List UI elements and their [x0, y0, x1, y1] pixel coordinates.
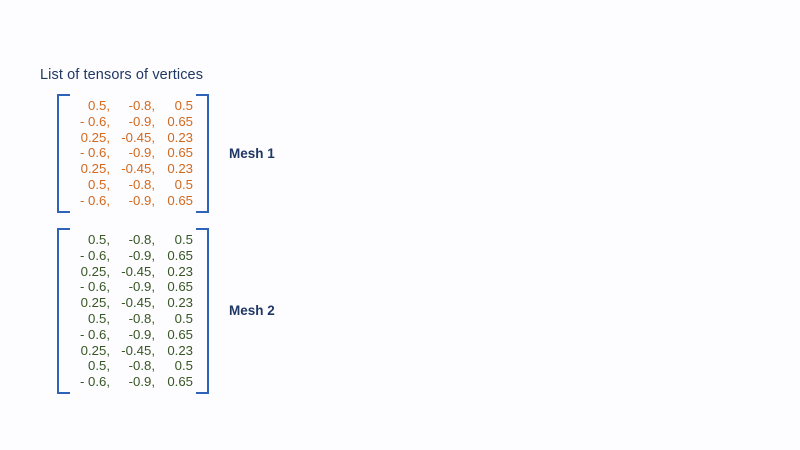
matrix-row: 0.25, -0.45, 0.23: [73, 264, 193, 280]
matrix-cell: - 0.6,: [79, 326, 110, 342]
matrix-cell: 0.5,: [88, 358, 110, 374]
page-title: List of tensors of vertices: [40, 67, 204, 83]
matrix-cell: -0.45,: [121, 129, 155, 145]
matrix-row: 0.25, -0.45, 0.23: [73, 130, 193, 146]
matrix-cell: -0.45,: [121, 263, 155, 279]
matrix-row: 0.5, -0.8, 0.5: [73, 98, 193, 114]
matrix-cell: -0.45,: [121, 161, 155, 177]
matrix-cell: 0.23: [167, 342, 193, 358]
matrix-cell: 0.5: [174, 358, 193, 374]
matrix-cell: 0.65: [167, 145, 193, 161]
matrix-right-bracket: [196, 94, 209, 213]
matrix-cell: 0.5,: [88, 310, 110, 326]
matrix-cell: - 0.6,: [79, 192, 110, 208]
matrix-cell: 0.23: [167, 295, 193, 311]
matrix-cell: -0.45,: [121, 295, 155, 311]
matrix-cell: 0.25,: [80, 263, 110, 279]
matrix-row: - 0.6, -0.9, 0.65: [73, 193, 193, 209]
matrix-row: 0.5, -0.8, 0.5: [73, 358, 193, 374]
matrix-right-bracket: [196, 228, 209, 394]
matrix-cell: 0.5,: [88, 232, 110, 247]
matrix-cell: 0.23: [167, 161, 193, 177]
matrix-row: 0.5, -0.8, 0.5: [73, 232, 193, 248]
matrix-row: 0.5, -0.8, 0.5: [73, 177, 193, 193]
matrix-cell: 0.65: [167, 279, 193, 295]
matrix-cell: 0.25,: [80, 342, 110, 358]
matrix-cell: - 0.6,: [79, 279, 110, 295]
matrix-cell: -0.45,: [121, 342, 155, 358]
matrix-cell: 0.5,: [88, 98, 110, 113]
matrix-row: - 0.6, -0.9, 0.65: [73, 114, 193, 130]
matrix-row: - 0.6, -0.9, 0.65: [73, 248, 193, 264]
matrix-cell: 0.65: [167, 192, 193, 208]
matrix-cell: -0.8,: [128, 358, 155, 374]
matrix-cell: - 0.6,: [79, 113, 110, 129]
matrix-cell: 0.5: [174, 310, 193, 326]
matrix-cell: -0.9,: [128, 326, 155, 342]
matrix-row: - 0.6, -0.9, 0.65: [73, 145, 193, 161]
matrix-cell: 0.65: [167, 374, 193, 390]
matrix-row: 0.25, -0.45, 0.23: [73, 161, 193, 177]
matrix-row: 0.25, -0.45, 0.23: [73, 343, 193, 359]
matrix-row: 0.25, -0.45, 0.23: [73, 295, 193, 311]
matrix-cell: - 0.6,: [79, 145, 110, 161]
matrix-row: - 0.6, -0.9, 0.65: [73, 279, 193, 295]
matrix-cell: - 0.6,: [79, 374, 110, 390]
matrix-cell: 0.23: [167, 129, 193, 145]
matrix-row: 0.5, -0.8, 0.5: [73, 311, 193, 327]
matrix-cell: -0.8,: [128, 98, 155, 113]
matrix-cell: 0.25,: [80, 161, 110, 177]
matrix-cell: 0.25,: [80, 129, 110, 145]
matrix-cell: -0.9,: [128, 145, 155, 161]
matrix-cell: 0.5: [174, 232, 193, 247]
matrix-cell: 0.23: [167, 263, 193, 279]
matrix-cell: -0.9,: [128, 247, 155, 263]
matrix-cell: 0.5: [174, 176, 193, 192]
mesh-label-2: Mesh 2: [229, 303, 275, 319]
matrix-cell: -0.9,: [128, 279, 155, 295]
matrix-cell: 0.5: [174, 98, 193, 113]
matrix-cell: 0.65: [167, 247, 193, 263]
matrix-left-bracket: [57, 94, 70, 213]
mesh-label-1: Mesh 1: [229, 145, 275, 161]
matrix-cell: 0.5,: [88, 176, 110, 192]
matrix-row: - 0.6, -0.9, 0.65: [73, 374, 193, 390]
matrix-cell: -0.9,: [128, 374, 155, 390]
matrix-cell: 0.25,: [80, 295, 110, 311]
matrix-cell: -0.9,: [128, 192, 155, 208]
matrix-row: - 0.6, -0.9, 0.65: [73, 327, 193, 343]
matrix-cell: -0.8,: [128, 232, 155, 247]
matrix-cell: 0.65: [167, 113, 193, 129]
matrix-cell: - 0.6,: [79, 247, 110, 263]
matrix-cell: -0.8,: [128, 310, 155, 326]
matrix-left-bracket: [57, 228, 70, 394]
matrix-cell: -0.8,: [128, 176, 155, 192]
matrix-cell: 0.65: [167, 326, 193, 342]
matrix-cell: -0.9,: [128, 113, 155, 129]
